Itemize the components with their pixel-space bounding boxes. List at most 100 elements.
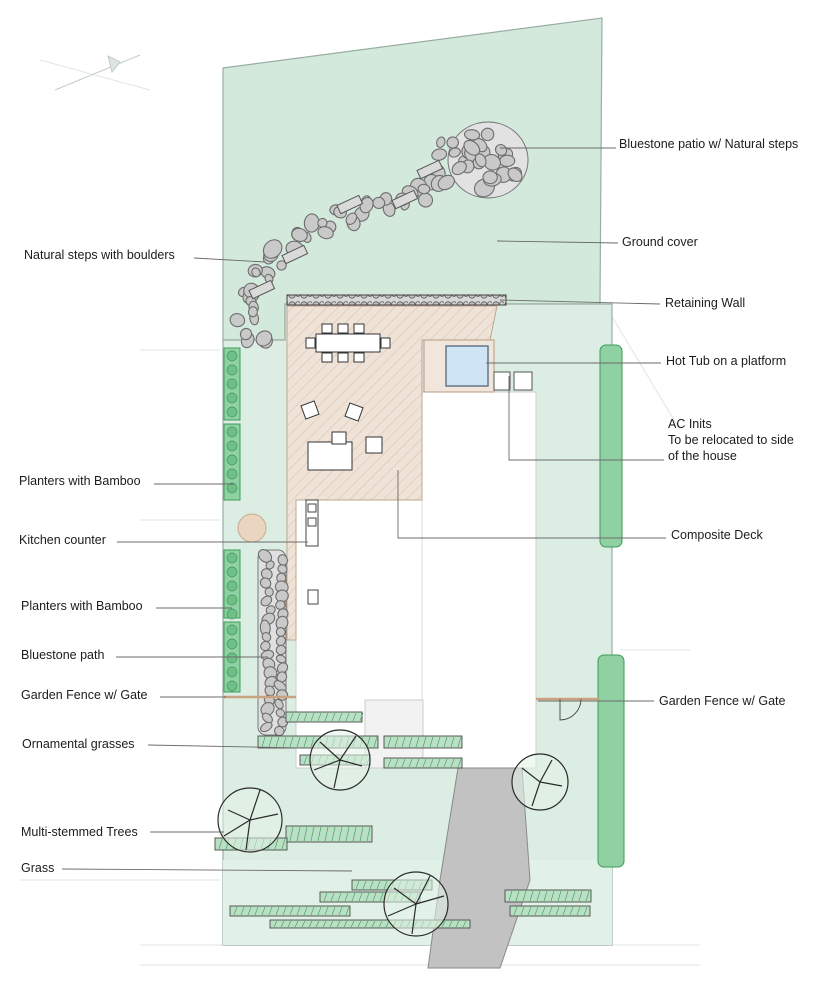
grass-blade <box>303 736 308 748</box>
grass-blade <box>515 890 520 902</box>
bamboo-clump <box>226 350 238 362</box>
label-planters-bamboo-1: Planters with Bamboo <box>19 474 141 488</box>
stone <box>480 127 495 142</box>
grass-blade <box>378 920 383 928</box>
grass-blade <box>261 906 266 916</box>
grass-blade <box>310 712 315 722</box>
label-bluestone-patio: Bluestone patio w/ Natural steps <box>619 137 799 151</box>
stone <box>259 577 272 589</box>
grass-blade <box>310 736 315 748</box>
grass-blade <box>289 826 294 842</box>
grass-blade <box>301 920 306 928</box>
grass-blade <box>520 906 525 916</box>
grass-row <box>229 905 351 917</box>
grass-blade <box>376 880 381 890</box>
grass-blade <box>323 892 328 902</box>
stone <box>448 147 461 158</box>
grass-blade <box>401 758 406 768</box>
grass-blade <box>541 906 546 916</box>
grass-blade <box>345 826 350 842</box>
bamboo-clump <box>226 378 238 390</box>
stone <box>260 701 275 717</box>
bamboo-clump <box>226 608 238 620</box>
grass-blade <box>362 880 367 890</box>
label-multi-stemmed-trees: Multi-stemmed Trees <box>21 825 138 839</box>
grass-blade <box>448 920 453 928</box>
grass-blade <box>282 906 287 916</box>
label-garden-fence-left: Garden Fence w/ Gate <box>21 688 148 702</box>
step-slab <box>391 189 419 210</box>
stone <box>275 644 287 656</box>
stone <box>437 174 455 191</box>
stone <box>264 685 276 697</box>
grass-blade <box>585 890 590 902</box>
grass-blade <box>352 712 357 722</box>
grass-blade <box>344 892 349 902</box>
grass-blade <box>564 890 569 902</box>
composite-deck <box>286 305 498 641</box>
grass-blade <box>415 736 420 748</box>
grass-row <box>269 919 471 929</box>
bamboo-clump <box>226 426 238 438</box>
stone <box>274 698 284 710</box>
grass-blade <box>303 712 308 722</box>
grass-blade <box>557 890 562 902</box>
grass-blade <box>315 920 320 928</box>
label-bluestone-path: Bluestone path <box>21 648 105 662</box>
bamboo-hedge-right <box>597 344 625 868</box>
grass-blade <box>345 712 350 722</box>
grass-blade <box>317 712 322 722</box>
grass-blade <box>317 906 322 916</box>
grass-blade <box>408 758 413 768</box>
grass-blade <box>281 838 286 850</box>
grass-blade <box>569 906 574 916</box>
label-garden-fence-right: Garden Fence w/ Gate <box>659 694 786 708</box>
label-natural-steps: Natural steps with boulders <box>24 248 175 262</box>
bamboo-clump <box>226 666 238 678</box>
stone <box>248 306 258 318</box>
ac-unit-2 <box>513 371 533 391</box>
grass-blade <box>247 906 252 916</box>
stone <box>273 725 285 737</box>
grass-blade <box>385 920 390 928</box>
natural-steps-boulders <box>229 136 461 349</box>
grass-blade <box>441 920 446 928</box>
grass-blade <box>233 906 238 916</box>
grass-blade <box>369 880 374 890</box>
stone <box>494 144 508 156</box>
stone <box>229 313 246 328</box>
grass-row <box>285 711 363 723</box>
grass-blade <box>543 890 548 902</box>
stone <box>417 183 431 195</box>
grass-blade <box>282 736 287 748</box>
stone <box>260 721 273 733</box>
bamboo-clump <box>226 680 238 692</box>
ac-unit-1 <box>493 371 511 391</box>
grass-blade <box>310 826 315 842</box>
stone <box>277 564 288 574</box>
grass-blade <box>422 736 427 748</box>
grass-blade <box>331 826 336 842</box>
grass-blade <box>436 736 441 748</box>
label-ornamental-grasses: Ornamental grasses <box>22 737 135 751</box>
bamboo-clump <box>226 468 238 480</box>
grass-blade <box>308 920 313 928</box>
grass-blade <box>310 906 315 916</box>
grass-blade <box>550 890 555 902</box>
label-kitchen-counter: Kitchen counter <box>19 533 106 547</box>
grass-blade <box>275 906 280 916</box>
stone <box>417 192 434 208</box>
step-slab <box>416 159 444 180</box>
grass-blade <box>387 758 392 768</box>
grass-blade <box>261 736 266 748</box>
stone <box>275 627 286 637</box>
grass-blade <box>336 920 341 928</box>
retaining-wall <box>286 294 507 306</box>
grass-blade <box>289 906 294 916</box>
grass-blade <box>274 838 279 850</box>
grass-blade <box>443 758 448 768</box>
stone <box>262 239 283 259</box>
grass-blade <box>317 826 322 842</box>
grass-blade <box>366 826 371 842</box>
